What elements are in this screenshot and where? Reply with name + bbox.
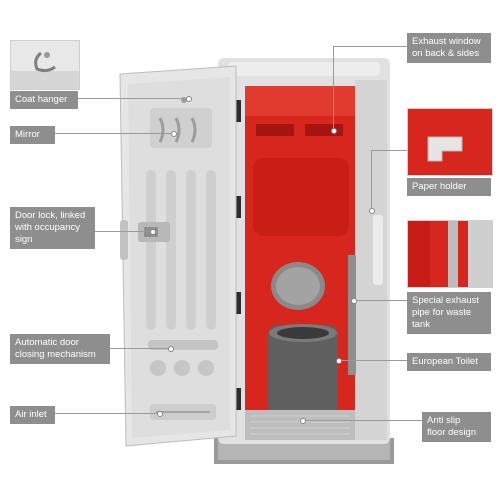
exhaust-pipe-icon	[408, 221, 492, 287]
exhaust-pipe-label: Special exhaust pipe for waste tank	[407, 292, 491, 334]
exhaust-pipe-thumbnail	[407, 220, 493, 288]
paper-holder-label: Paper holder	[407, 178, 491, 196]
coat-hanger-label: Coat hanger	[10, 91, 78, 109]
floor-label: Anti slip floor design	[422, 412, 491, 442]
door-closer-label: Automatic door closing mechanism	[10, 334, 110, 364]
air-inlet-label: Air inlet	[10, 406, 55, 424]
coat-hanger-thumbnail	[10, 40, 80, 90]
exhaust-window-label: Exhaust window on back & sides	[407, 33, 491, 63]
paper-holder-thumbnail	[407, 108, 493, 176]
toilet-label: European Toilet	[407, 353, 491, 371]
door-lock-label: Door lock, linked with occupancy sign	[10, 207, 95, 249]
coat-hanger-icon	[11, 41, 79, 89]
paper-holder-icon	[408, 109, 492, 175]
mirror-label: Mirror	[10, 126, 55, 144]
